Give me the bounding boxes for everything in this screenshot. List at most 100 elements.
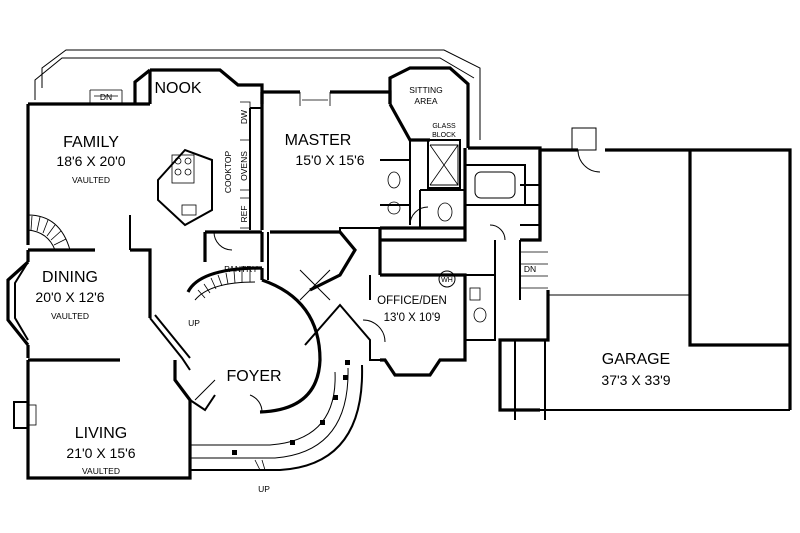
hearth xyxy=(27,404,37,426)
pantry-wall xyxy=(203,230,264,262)
foyer-label: FOYER xyxy=(226,368,281,385)
master-bath-wall xyxy=(380,140,411,225)
garage-door-front xyxy=(514,340,790,420)
master-label: MASTER xyxy=(285,132,352,149)
water-heater xyxy=(438,270,456,288)
exterior-wall-master xyxy=(260,90,392,104)
garage-stair-walls xyxy=(494,240,521,340)
garage-wall xyxy=(498,148,792,412)
closet-x xyxy=(299,269,331,301)
ref-cabinet xyxy=(240,197,250,229)
garage-size: 37'3 X 33'9 xyxy=(601,372,670,388)
oven-cabinet xyxy=(240,139,250,191)
foyer-curved-wall xyxy=(259,278,322,414)
glass-block-wall xyxy=(427,139,461,189)
garage-stair-treads xyxy=(520,251,548,289)
stair-rail xyxy=(194,281,256,301)
main-stair-treads xyxy=(197,269,251,299)
interior-wall-dining-right xyxy=(130,248,152,318)
stair-up-label: UP xyxy=(188,318,200,328)
spiral-stair-inner xyxy=(27,229,56,251)
dining-bay-inner xyxy=(14,261,29,341)
roof-outline xyxy=(41,49,481,140)
family-dn-label: DN xyxy=(100,92,112,102)
living-label: LIVING xyxy=(75,425,127,442)
garage-chimney xyxy=(571,127,597,151)
master-bath-vanities xyxy=(387,171,401,215)
walkway-posts xyxy=(232,360,350,455)
cooktop xyxy=(171,154,195,184)
walkway-outer xyxy=(190,364,364,471)
shower-x xyxy=(429,144,459,186)
master-door-top xyxy=(299,92,331,106)
master-size: 15'0 X 15'6 xyxy=(295,152,364,168)
powder-fixtures xyxy=(469,287,487,323)
garage-side-door xyxy=(577,149,601,173)
wh-label: WH xyxy=(441,277,453,284)
office-door xyxy=(362,319,386,343)
sitting-label-2: AREA xyxy=(414,96,437,106)
master-bath-door xyxy=(409,206,429,226)
garage-dn-label: DN xyxy=(524,264,536,274)
foyer-door xyxy=(194,379,263,413)
office-label: OFFICE/DEN xyxy=(377,295,447,307)
exterior-wall-family xyxy=(26,68,264,245)
cooktop-label: COOKTOP xyxy=(223,150,233,193)
hall-walls xyxy=(267,227,380,280)
interior-wall-dining-top xyxy=(26,248,95,255)
ovens-label: OVENS xyxy=(239,151,249,181)
family-note: VAULTED xyxy=(72,175,110,185)
tub xyxy=(474,171,516,199)
walkway-inner xyxy=(190,367,349,459)
kitchen-counter xyxy=(249,107,262,230)
entry-up-label: UP xyxy=(258,484,270,494)
sitting-label-1: SITTING xyxy=(409,85,443,95)
family-label: FAMILY xyxy=(63,134,119,151)
shower xyxy=(430,144,459,186)
dw-cabinet xyxy=(240,101,251,130)
dining-note: VAULTED xyxy=(51,311,89,321)
cooktop-burners xyxy=(174,157,192,176)
office-wall xyxy=(380,273,467,377)
fireplace xyxy=(13,401,29,429)
foyer-inner-wall xyxy=(260,230,357,292)
stair-wall-outer xyxy=(186,266,263,293)
master-toilet xyxy=(437,202,453,222)
hall-wall-upper xyxy=(378,226,465,275)
glass-block-label-2: BLOCK xyxy=(432,132,456,139)
ref-label: REF xyxy=(239,206,249,223)
dining-partition xyxy=(149,314,191,371)
family-size: 18'6 X 20'0 xyxy=(56,153,125,169)
garage-label: GARAGE xyxy=(602,351,670,368)
pantry-door xyxy=(213,231,233,251)
living-note: VAULTED xyxy=(82,466,120,476)
toilet-room-wall xyxy=(419,189,466,228)
living-right-wall xyxy=(173,360,192,410)
glass-block-label-1: GLASS xyxy=(432,123,456,130)
nook-label: NOOK xyxy=(154,80,201,97)
powder-wall xyxy=(465,274,496,341)
exterior-wall-nook xyxy=(133,68,151,104)
family-door-top xyxy=(89,89,123,104)
foyer-left-wall xyxy=(189,394,216,412)
dining-size: 20'0 X 12'6 xyxy=(35,289,104,305)
entry-steps xyxy=(254,459,266,471)
dining-bay-wall xyxy=(6,255,30,358)
exterior-wall-sitting xyxy=(388,66,470,148)
walkway-inner-2 xyxy=(190,371,336,446)
office-size: 13'0 X 10'9 xyxy=(384,312,441,324)
kitchen-island xyxy=(157,148,213,227)
roof-outline-inner xyxy=(34,57,475,100)
dining-label: DINING xyxy=(42,269,98,286)
garage-divider xyxy=(688,150,790,347)
pantry-label: PANTRY xyxy=(224,264,258,274)
spiral-stair-outer xyxy=(27,214,71,251)
office-left-wall xyxy=(304,303,380,361)
tub-area xyxy=(465,164,526,206)
laundry-wall xyxy=(520,184,540,226)
island-sink xyxy=(181,204,197,216)
spiral-stair-treads xyxy=(30,215,67,246)
utility-door xyxy=(489,224,506,241)
living-size: 21'0 X 15'6 xyxy=(66,445,135,461)
